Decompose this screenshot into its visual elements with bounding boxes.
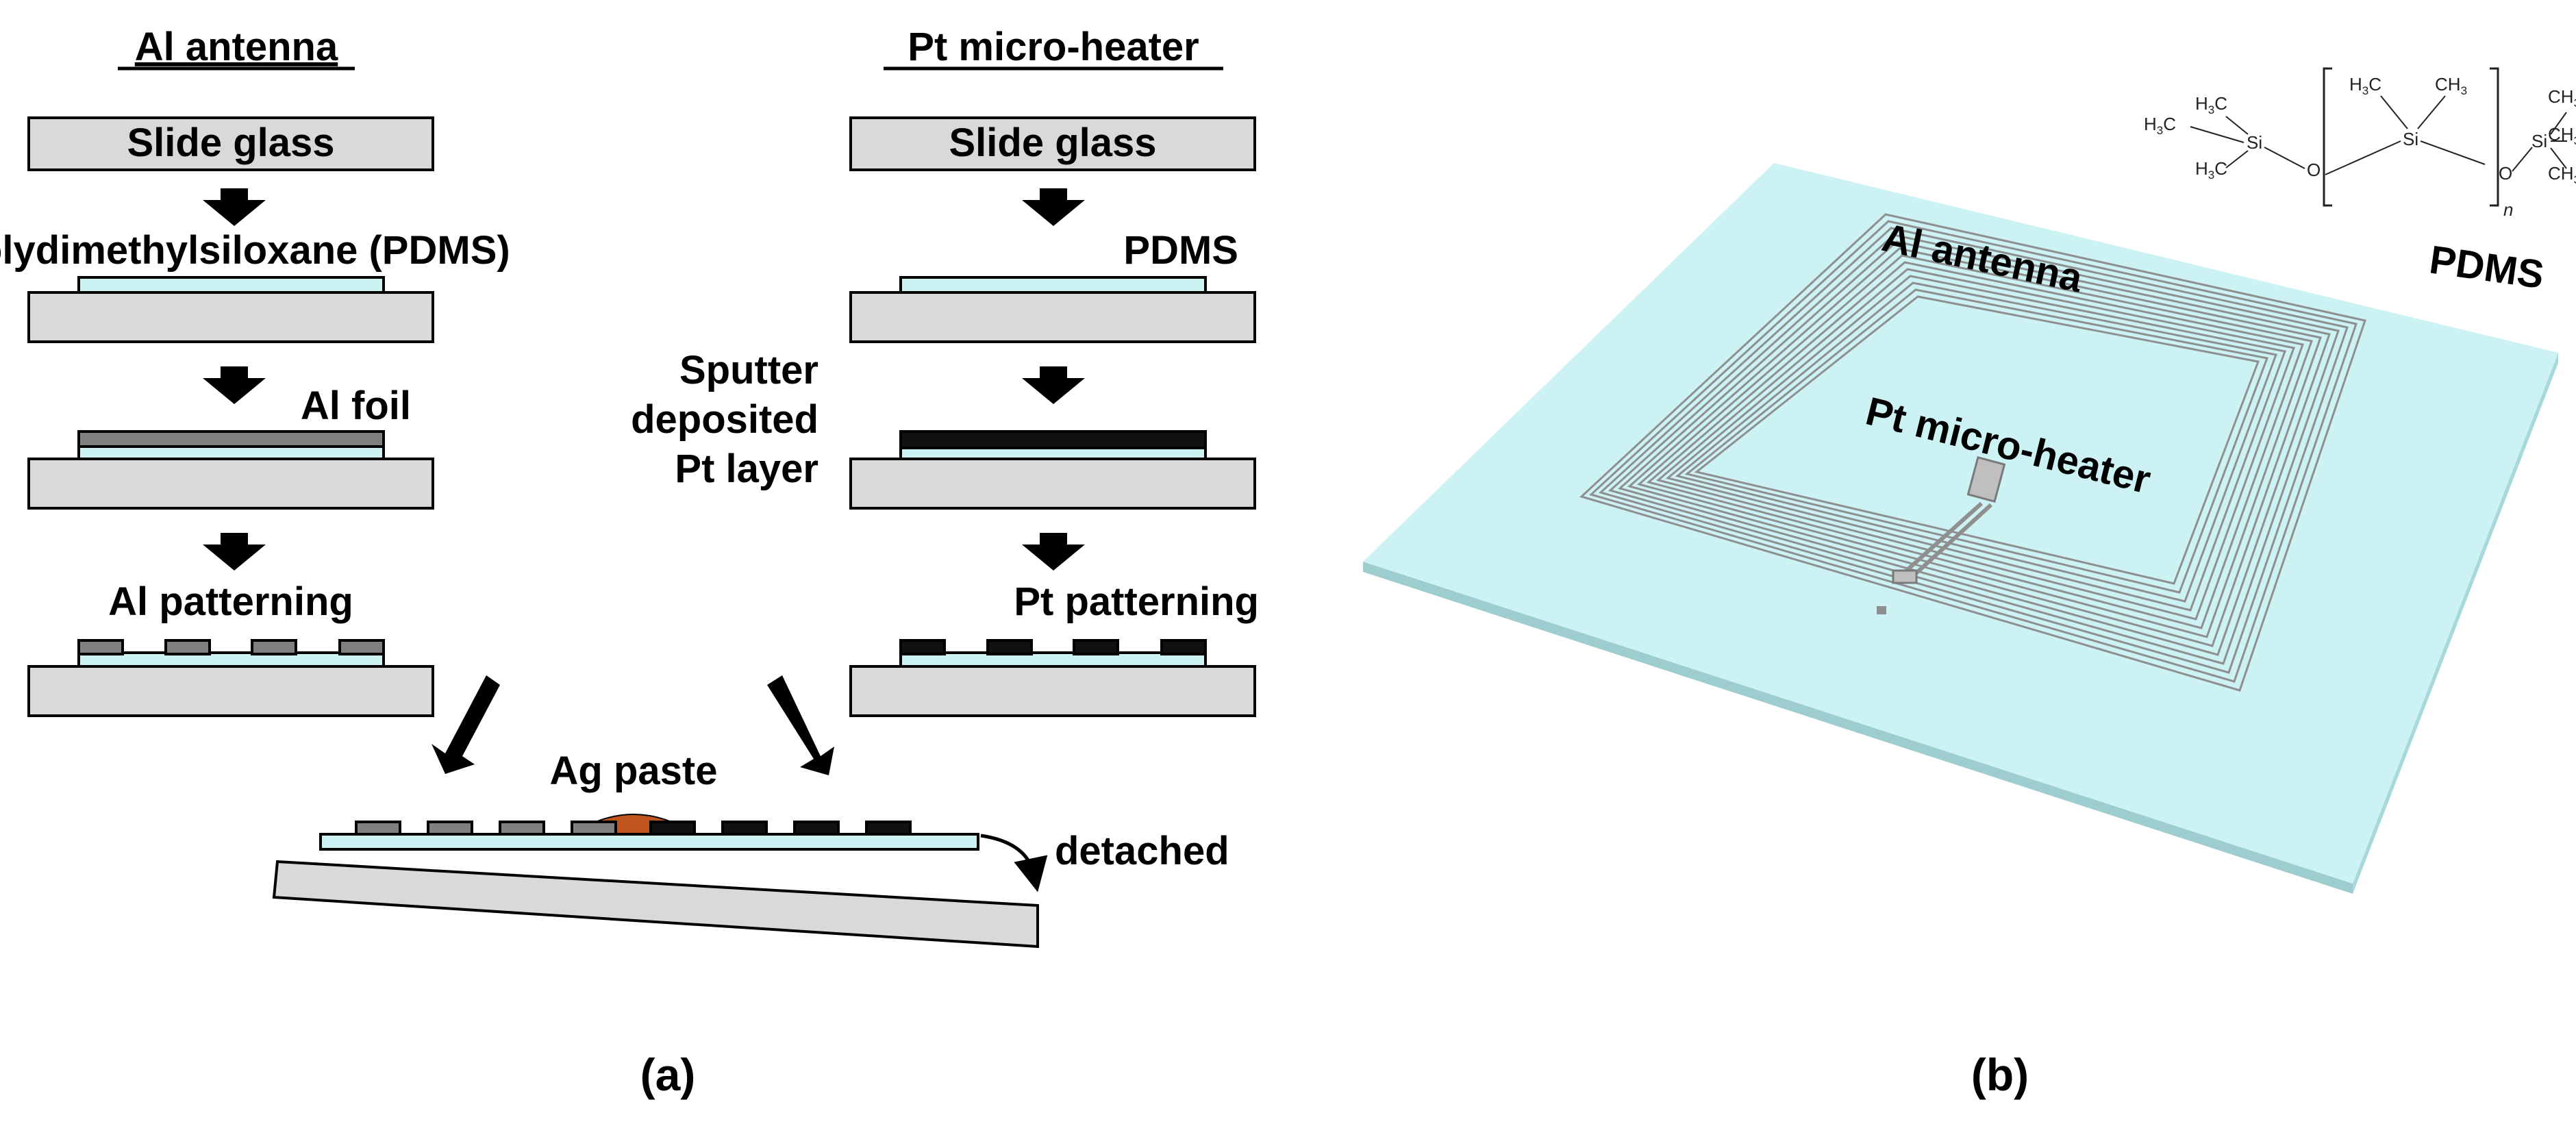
right-pt-layer: [899, 430, 1207, 449]
right-pdms-layer-1: [899, 276, 1207, 294]
antenna-feed-tab: [1877, 606, 1886, 614]
svg-text:H3C: H3C: [2144, 114, 2176, 137]
panel-b-caption: (b): [1971, 1049, 2029, 1100]
right-slide-glass-label: Slide glass: [949, 121, 1156, 165]
left-pdms-layer-1: [77, 276, 385, 294]
left-pdms-layer-3: [77, 651, 385, 668]
svg-text:CH3: CH3: [2548, 163, 2576, 186]
right-step1-label: PDMS: [1123, 228, 1238, 273]
svg-text:CH3: CH3: [2435, 74, 2467, 97]
svg-text:O: O: [2307, 160, 2321, 180]
right-process-arrow-3: [1022, 533, 1085, 571]
left-slide-glass-3: [27, 665, 434, 717]
right-slide-glass-3: [849, 665, 1256, 717]
svg-text:H3C: H3C: [2195, 93, 2227, 116]
left-al-foil: [77, 430, 385, 448]
right-pdms-layer-2: [899, 447, 1207, 460]
left-converge-arrow: [432, 675, 500, 774]
left-process-arrow-1: [203, 188, 266, 226]
left-slide-glass-label: Slide glass: [127, 121, 334, 165]
detach-curve-arrow: [980, 834, 1048, 892]
right-step3-label: Pt patterning: [1014, 579, 1259, 624]
panel-a: Al antenna Pt micro-heater Slide glass P…: [0, 25, 1259, 1100]
pdms-slab-edge-right: [2353, 353, 2558, 894]
left-slide-glass-1: [27, 291, 434, 343]
svg-text:H3C: H3C: [2349, 74, 2381, 97]
detached-label: detached: [1055, 829, 1229, 873]
right-step2-line-3: Pt layer: [675, 447, 818, 491]
combined-pdms-film: [319, 833, 979, 851]
right-step2-line-1: Sputter: [679, 348, 818, 392]
pdms-slab-edge: [1363, 562, 2353, 894]
svg-text:Si: Si: [2531, 131, 2547, 151]
right-process-arrow-2: [1022, 366, 1085, 404]
left-step3-label: Al patterning: [108, 579, 353, 624]
right-pt-pattern-4: [1160, 639, 1207, 655]
left-process-arrow-2: [203, 366, 266, 404]
svg-text:H3C: H3C: [2195, 158, 2227, 182]
left-al-pattern-2: [164, 639, 211, 655]
left-al-pattern-1: [77, 639, 124, 655]
svg-text:CH3: CH3: [2548, 124, 2576, 147]
svg-text:Si: Si: [2247, 132, 2262, 153]
panel-b: Al antenna PDMS Pt micro-heater H3C H3C …: [1363, 67, 2576, 1100]
left-pdms-layer-2: [77, 445, 385, 460]
left-step1-label: Polydimethylsiloxane (PDMS): [0, 228, 510, 273]
right-pt-pattern-1: [899, 639, 946, 655]
pdms-label: PDMS: [2427, 238, 2547, 298]
pt-micro-heater: [1892, 455, 2006, 584]
svg-text:O: O: [2499, 163, 2512, 184]
right-process-arrow-1: [1022, 188, 1085, 226]
right-pt-pattern-2: [986, 639, 1033, 655]
right-column-title: Pt micro-heater: [908, 25, 1199, 69]
antenna-inner-window: [1694, 295, 2260, 585]
svg-text:Si: Si: [2403, 129, 2418, 149]
left-column-title: Al antenna: [135, 25, 338, 69]
svg-text:CH3: CH3: [2548, 86, 2576, 110]
right-slide-glass-initial: [849, 116, 1256, 171]
right-pt-pattern-3: [1073, 639, 1119, 655]
right-step2-line-2: deposited: [631, 397, 818, 442]
left-al-pattern-4: [338, 639, 385, 655]
pdms-chemical-formula: H3C H3C H3C Si O n H3C CH3 Si O Si: [2144, 67, 2576, 220]
left-process-arrow-3: [203, 533, 266, 571]
right-slide-glass-2: [849, 458, 1256, 510]
left-slide-glass-2: [27, 458, 434, 510]
left-al-pattern-3: [251, 639, 297, 655]
left-step2-label: Al foil: [301, 384, 411, 428]
tilted-slide-glass: [272, 860, 1039, 949]
right-converge-arrow: [767, 675, 834, 775]
svg-text:n: n: [2503, 199, 2513, 220]
panel-a-caption: (a): [640, 1049, 696, 1100]
al-antenna-coil: [1579, 213, 2366, 692]
left-slide-glass-initial: [27, 116, 434, 171]
right-slide-glass-1: [849, 291, 1256, 343]
right-pdms-layer-3: [899, 651, 1207, 668]
ag-paste-label: Ag paste: [550, 749, 718, 793]
